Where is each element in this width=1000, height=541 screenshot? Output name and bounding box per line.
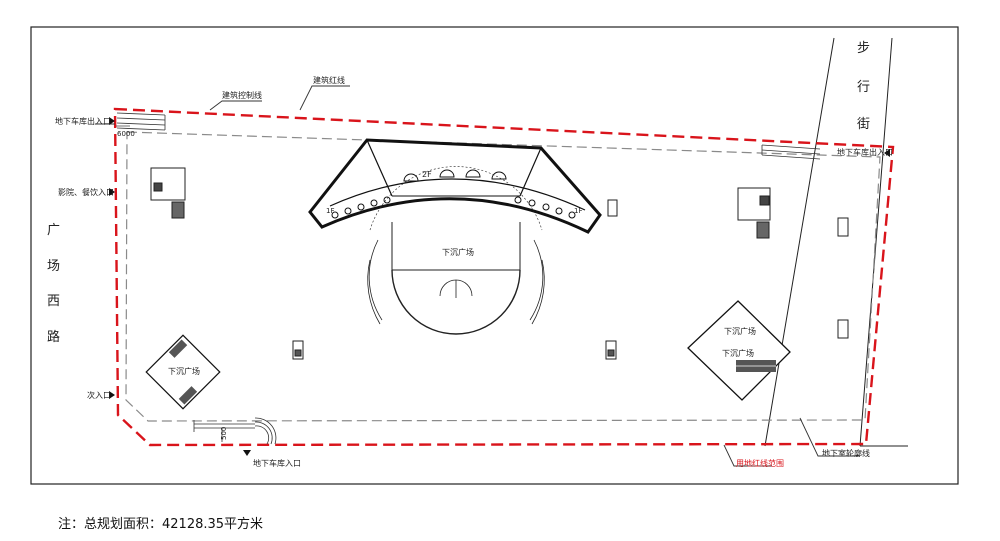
garage-exit-entrance-right-label: 地下车库出入口 (837, 147, 893, 157)
svg-text:行: 行 (857, 80, 870, 95)
floor-2f-label: 2F (422, 170, 432, 179)
sunken-plaza-center[interactable] (367, 166, 545, 335)
building-red-line-label: 建筑红线 (313, 75, 345, 85)
floor-1f-left-label: 1F (326, 207, 334, 215)
garage-ramp-right (761, 144, 821, 160)
main-building-outline (308, 138, 602, 234)
total-area-note: 注：总规划面积：42128.35平方米 (58, 517, 264, 532)
main-building[interactable]: 2F 1F 1F (308, 138, 602, 234)
svg-text:场: 场 (47, 259, 60, 274)
site-red-line-range-label: 用地红线范围 (736, 458, 784, 468)
basement-outline-label: 地下室轮廓线 (822, 448, 870, 458)
svg-text:路: 路 (47, 329, 60, 345)
entrance-arrows (109, 117, 890, 456)
sunken-plaza-right[interactable] (687, 300, 791, 401)
floor-1f-right-label: 1F (574, 207, 582, 215)
leader-lines (95, 85, 860, 467)
street-name-west: 广 场 西 路 (47, 223, 60, 345)
garage-ramp-bottom (193, 417, 277, 445)
stair-pods (292, 199, 849, 360)
building-openings (331, 169, 576, 219)
site-red-line[interactable] (113, 107, 895, 447)
core-block-left (150, 167, 186, 219)
sunken-plaza-right-bottom-label: 下沉广场 (722, 348, 754, 358)
garage-ramp-topleft (116, 112, 166, 131)
cinema-entrance-label: 影院、餐饮入口 (58, 187, 114, 197)
svg-text:街: 街 (857, 117, 870, 132)
svg-text:广: 广 (47, 223, 60, 238)
building-control-line (125, 131, 881, 422)
sunken-plaza-right-top-label: 下沉广场 (724, 326, 756, 336)
garage-exit-entrance-topleft-label: 地下车库出入口 (55, 116, 111, 126)
dimension-6000-label: 6000 (117, 130, 135, 138)
pedestrian-street-name: 步 行 街 (857, 41, 870, 132)
sunken-plaza-left-label: 下沉广场 (168, 366, 200, 376)
core-block-right (737, 187, 771, 239)
svg-text:西: 西 (47, 294, 60, 309)
garage-entrance-bottom-label: 地下车库入口 (253, 458, 301, 468)
sunken-plaza-center-label: 下沉广场 (442, 247, 474, 257)
building-control-line-label: 建筑控制线 (222, 90, 262, 100)
drawing-frame (30, 26, 959, 485)
svg-text:步: 步 (857, 41, 870, 56)
dimension-500-label: 500 (220, 427, 228, 440)
sunken-plaza-left[interactable] (145, 334, 221, 410)
secondary-entrance-label: 次入口 (87, 390, 111, 400)
pedestrian-street (764, 37, 908, 447)
